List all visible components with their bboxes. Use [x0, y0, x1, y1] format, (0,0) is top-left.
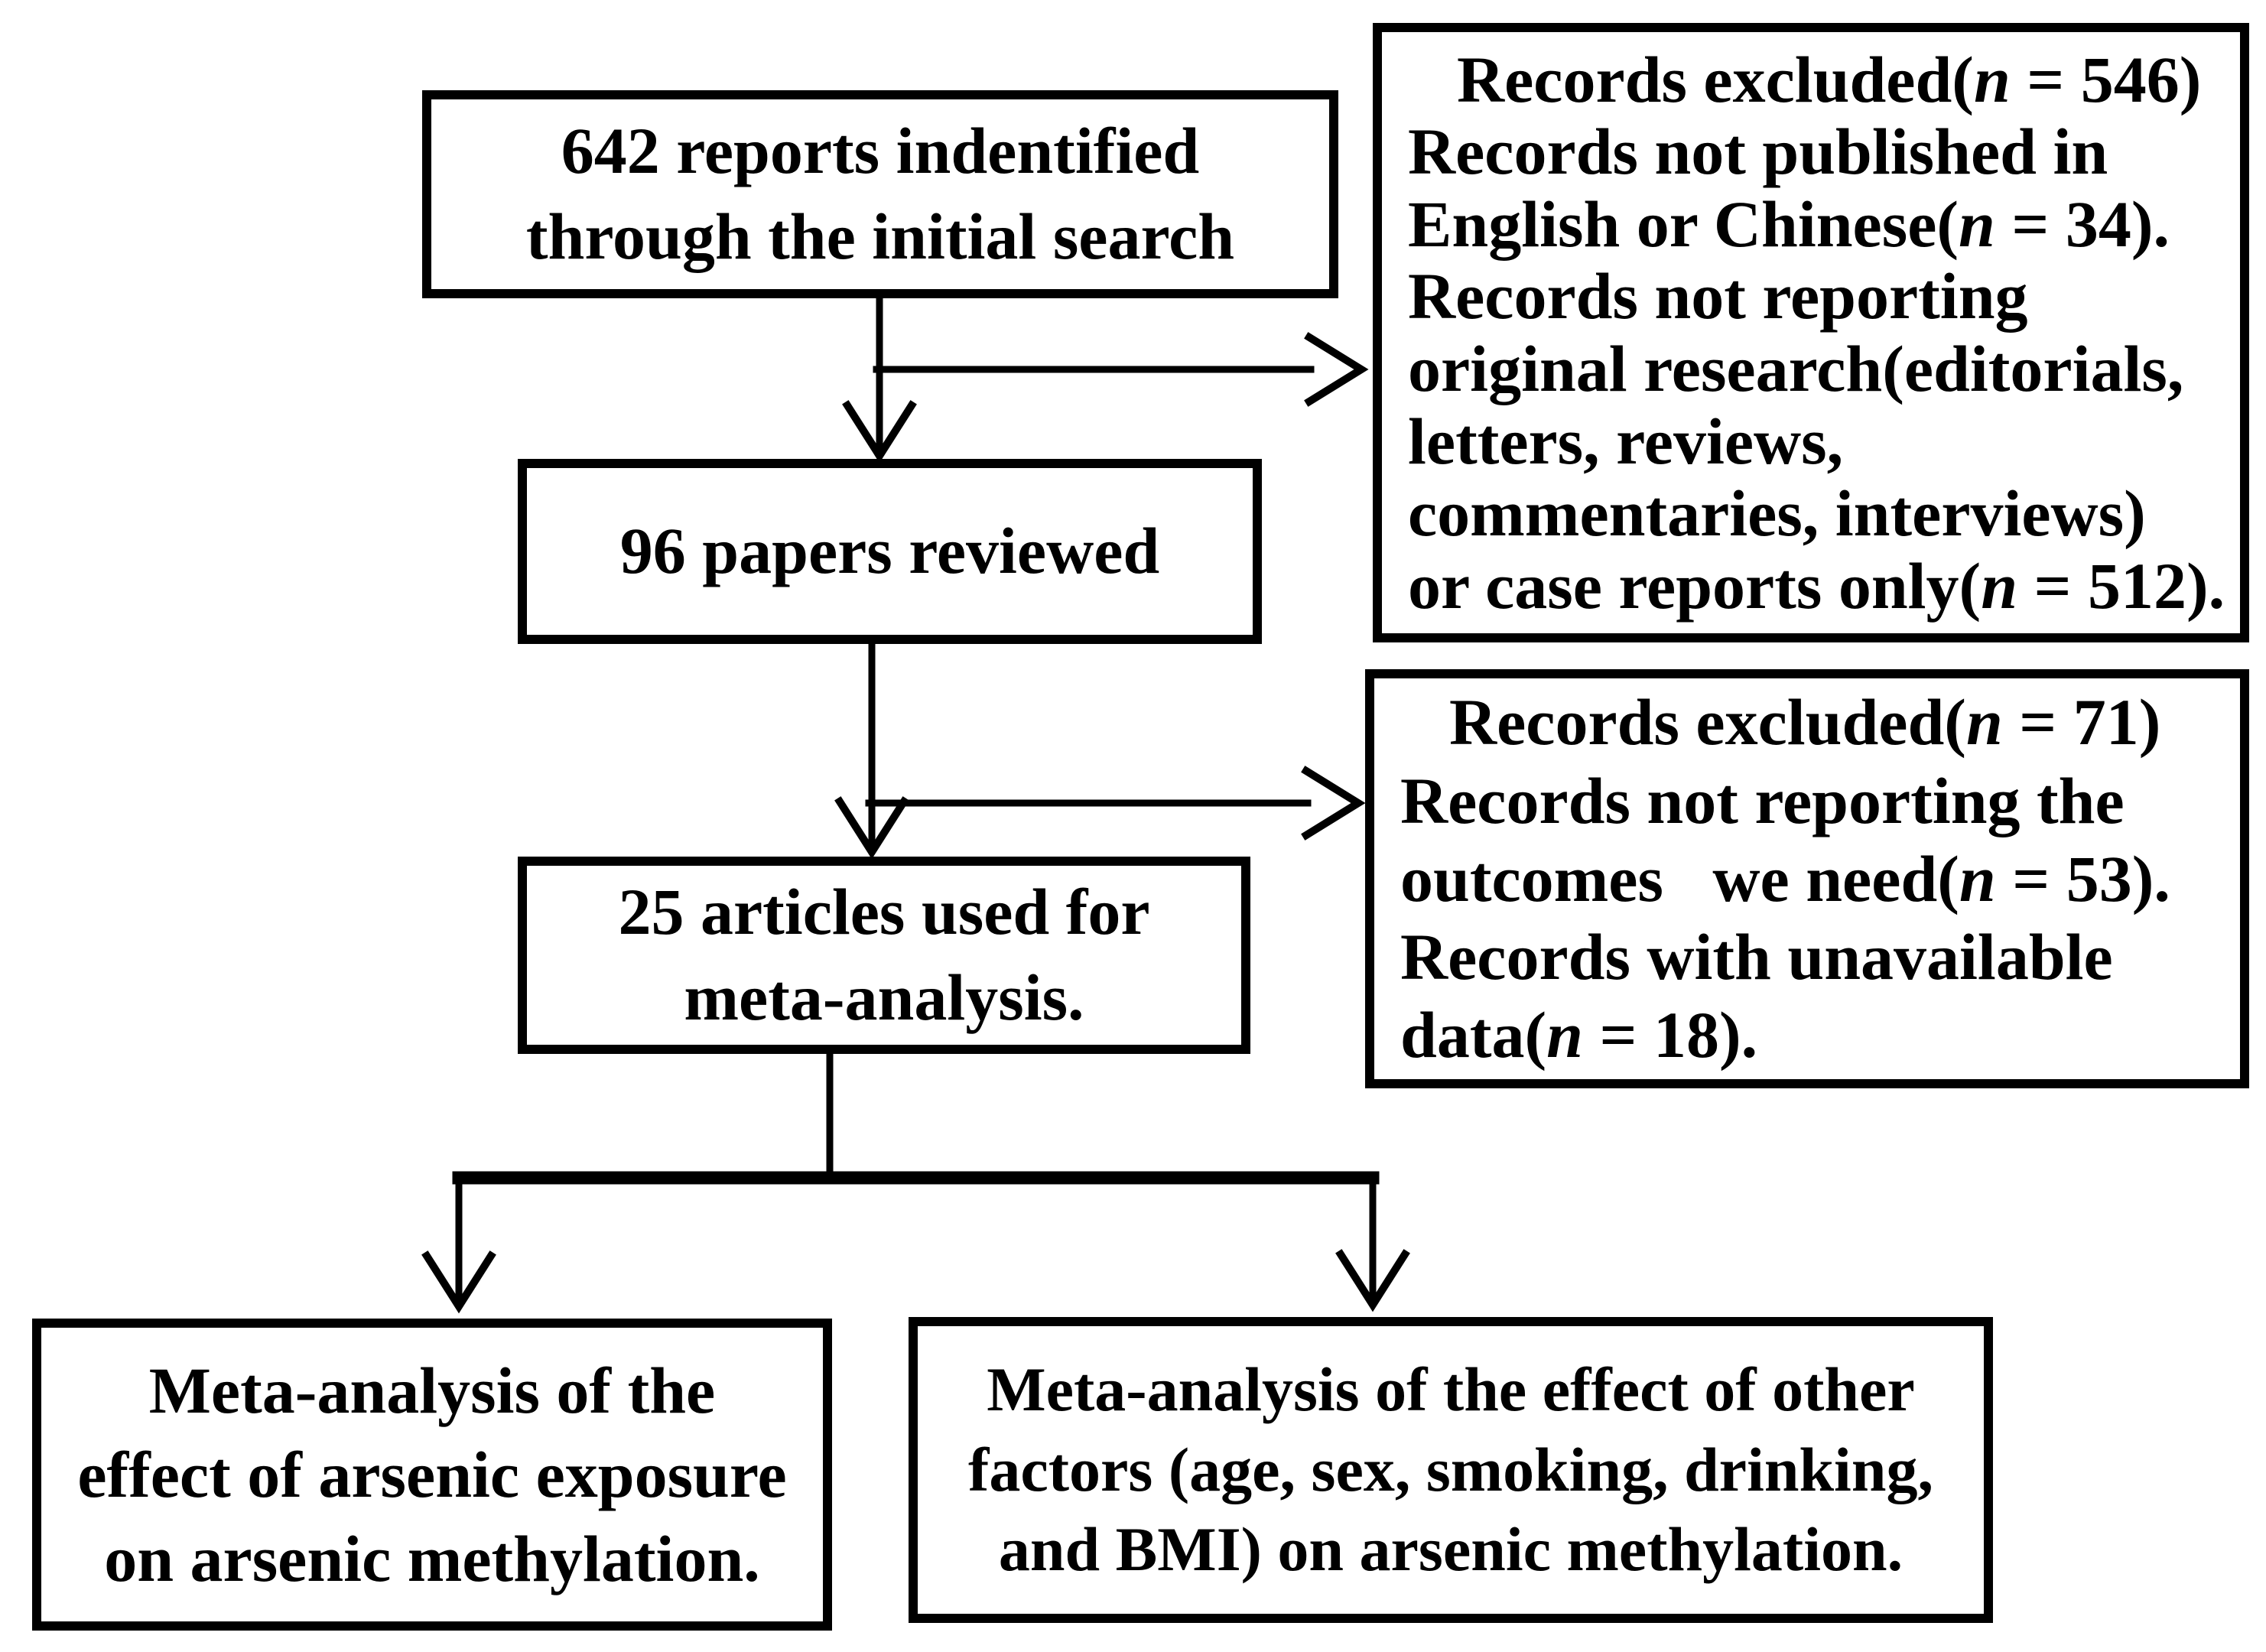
box-records-excluded-review: Records excluded(n = 71)Records not repo…: [1365, 669, 2249, 1088]
box-records-excluded-initial: Records excluded(n = 546)Records not pub…: [1373, 23, 2249, 642]
box-text-line: English or Chinese(n = 34).: [1408, 187, 2170, 261]
box-text-line: letters, reviews,: [1408, 404, 1844, 478]
arrowhead-down-meta: [834, 796, 909, 860]
arrowhead-right-excluded-initial: [1304, 332, 1369, 407]
box-text-line: and BMI) on arsenic methylation.: [998, 1514, 1904, 1585]
arrowhead-down-other-factors: [1335, 1249, 1410, 1312]
box-meta-analysis: 25 articles used for meta-analysis.: [518, 857, 1250, 1054]
box-text-line: Records excluded(n = 546): [1457, 42, 2202, 116]
arrowhead-right-excluded-review: [1301, 766, 1366, 841]
box-meta-arsenic-exposure: Meta-analysis of the effect of arsenic ex…: [32, 1319, 832, 1631]
arrowhead-down-arsenic-exposure: [421, 1250, 496, 1314]
box-text-line: or case reports only(n = 512).: [1408, 548, 2225, 623]
box-text-line: Meta-analysis of the: [148, 1353, 716, 1427]
box-text-line: 25 articles used for: [618, 875, 1150, 949]
box-text-line: commentaries, interviews): [1408, 476, 2146, 551]
box-papers-reviewed: 96 papers reviewed: [518, 459, 1262, 644]
box-text-line: effect of arsenic exposure: [77, 1437, 787, 1511]
box-text-line: 96 papers reviewed: [619, 514, 1160, 588]
box-text-line: Records not reporting the: [1400, 763, 2125, 837]
box-text-line: on arsenic methylation.: [104, 1522, 760, 1596]
arrowhead-down-reviewed: [842, 400, 917, 463]
box-meta-other-factors: Meta-analysis of the effect of other fact…: [909, 1317, 1993, 1623]
box-text-line: data(n = 18).: [1400, 998, 1758, 1072]
box-text-line: Records excluded(n = 71): [1449, 685, 2161, 759]
box-initial-search: 642 reports indentified through the initi…: [422, 90, 1338, 298]
box-text-line: factors (age, sex, smoking, drinking,: [968, 1434, 1933, 1504]
box-text-line: Records not published in: [1408, 115, 2108, 189]
box-text-line: through the initial search: [525, 200, 1235, 273]
box-text-line: Records not reporting: [1408, 259, 2028, 333]
box-text-line: Meta-analysis of the effect of other: [987, 1354, 1915, 1424]
box-text-line: original research(editorials,: [1408, 332, 2184, 405]
box-text-line: Records with unavailable: [1400, 920, 2113, 994]
box-text-line: outcomes we need(n = 53).: [1400, 841, 2170, 915]
box-text-line: 642 reports indentified: [561, 114, 1200, 188]
box-text-line: meta-analysis.: [684, 961, 1084, 1034]
